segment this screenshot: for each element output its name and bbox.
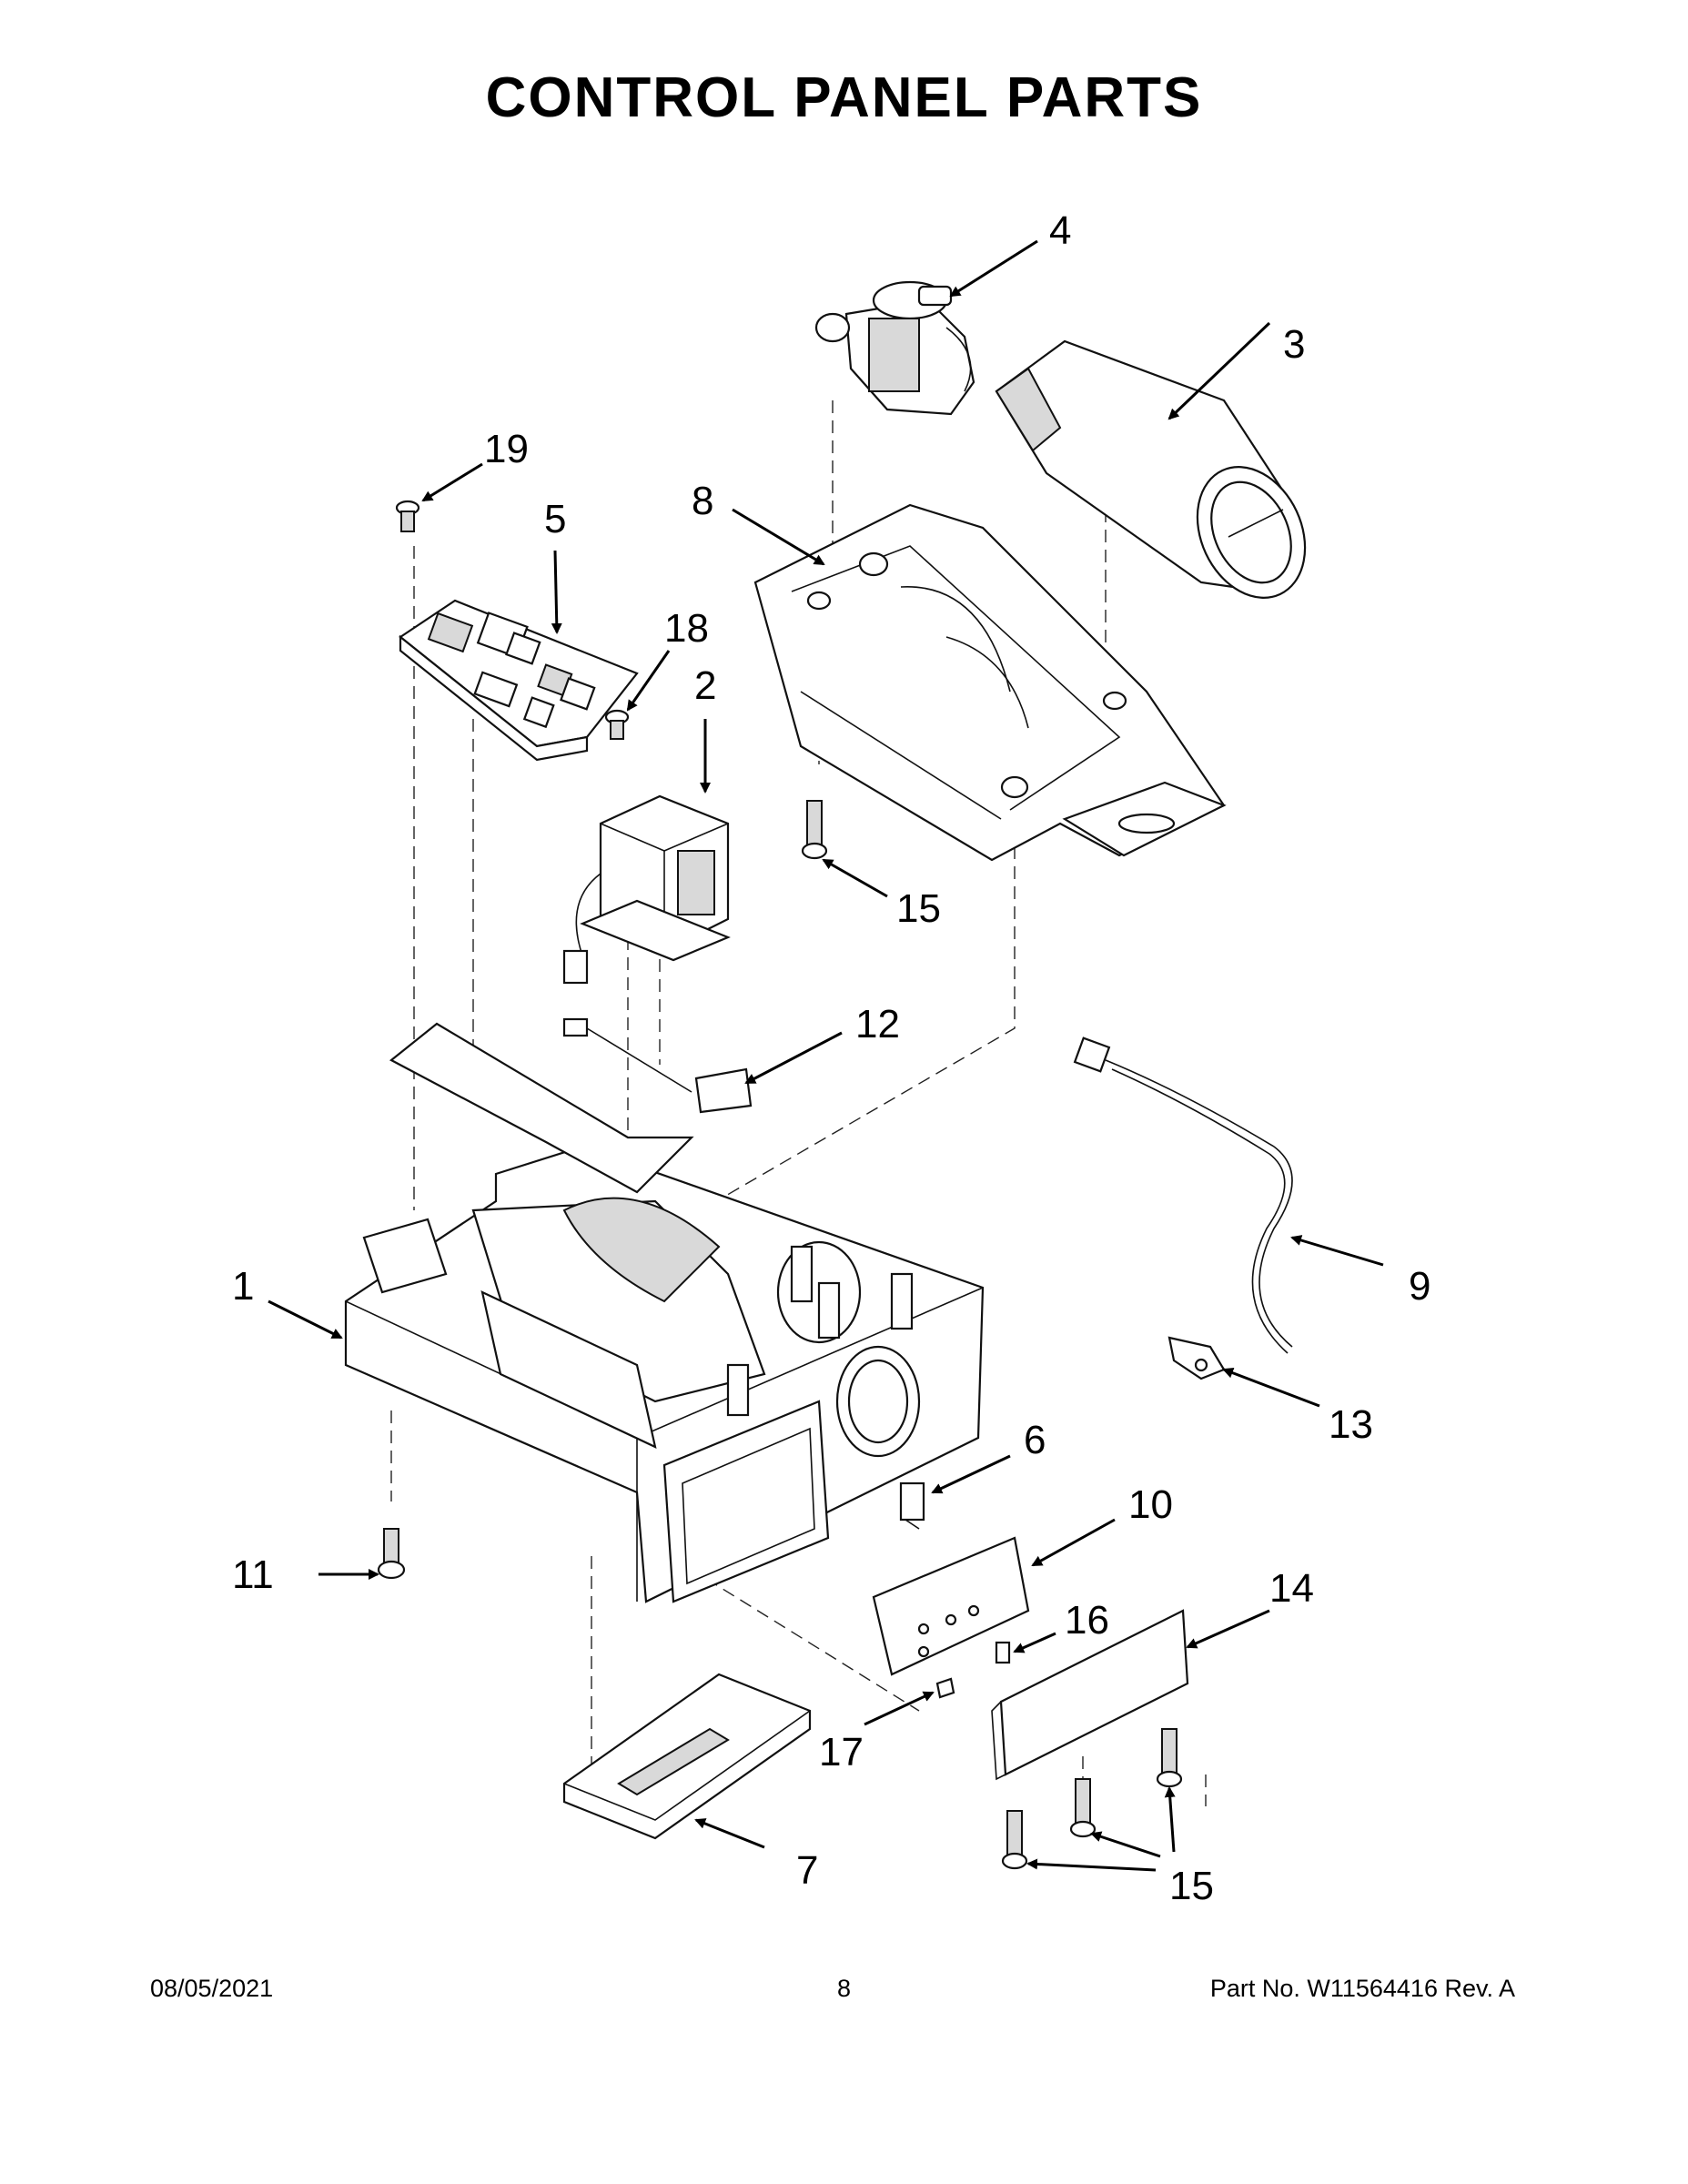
callout-19: 19 xyxy=(484,427,529,471)
part-19-screw xyxy=(395,500,420,532)
part-5-control-board xyxy=(399,599,639,762)
part-8-filter-housing xyxy=(753,503,1227,862)
footer-date: 08/05/2021 xyxy=(150,1975,274,2002)
callout-8: 8 xyxy=(692,479,713,523)
part-13-clip xyxy=(1167,1336,1226,1380)
callout-18: 18 xyxy=(664,606,709,651)
callout-15-top: 15 xyxy=(896,886,941,931)
part-16-clip xyxy=(995,1641,1011,1664)
part-4-filter-head xyxy=(814,280,975,416)
callout-15-bottom: 15 xyxy=(1169,1864,1214,1908)
part-3-water-filter xyxy=(995,339,1307,599)
part-9-wire xyxy=(1073,1036,1293,1354)
callout-labels: 4 3 19 5 8 18 2 15 12 1 9 13 6 10 11 16 … xyxy=(232,208,1430,1908)
callout-4: 4 xyxy=(1049,208,1071,253)
part-10-dispenser-board xyxy=(872,1536,1030,1676)
callout-7: 7 xyxy=(796,1848,818,1893)
part-11-screw xyxy=(377,1528,406,1580)
part-18-screw xyxy=(604,709,630,740)
callout-12: 12 xyxy=(855,1002,900,1046)
part-1-main-housing xyxy=(344,1022,985,1603)
callout-3: 3 xyxy=(1283,322,1305,367)
callout-16: 16 xyxy=(1065,1598,1109,1643)
part-7-drip-tray xyxy=(562,1673,812,1840)
callout-11: 11 xyxy=(232,1552,274,1597)
part-15-screws xyxy=(801,800,1183,1870)
part-17-button xyxy=(935,1677,955,1699)
callout-1: 1 xyxy=(232,1264,254,1309)
part-12-harness xyxy=(562,1017,753,1114)
callout-13: 13 xyxy=(1329,1402,1373,1447)
callout-5: 5 xyxy=(544,497,566,541)
callout-10: 10 xyxy=(1128,1482,1173,1527)
page-title: CONTROL PANEL PARTS xyxy=(485,66,1203,129)
callout-14: 14 xyxy=(1269,1566,1314,1611)
callout-17: 17 xyxy=(819,1730,864,1774)
callout-9: 9 xyxy=(1409,1264,1430,1309)
footer-part-number: Part No. W11564416 Rev. A xyxy=(1209,1975,1515,2002)
part-6-switch xyxy=(899,1481,925,1530)
part-2-transformer xyxy=(562,794,731,985)
callout-6: 6 xyxy=(1024,1418,1046,1462)
callout-2: 2 xyxy=(694,663,716,708)
part-14-panel xyxy=(991,1609,1189,1781)
footer-page-number: 8 xyxy=(836,1975,852,2002)
callout-arrows xyxy=(268,239,1384,1872)
